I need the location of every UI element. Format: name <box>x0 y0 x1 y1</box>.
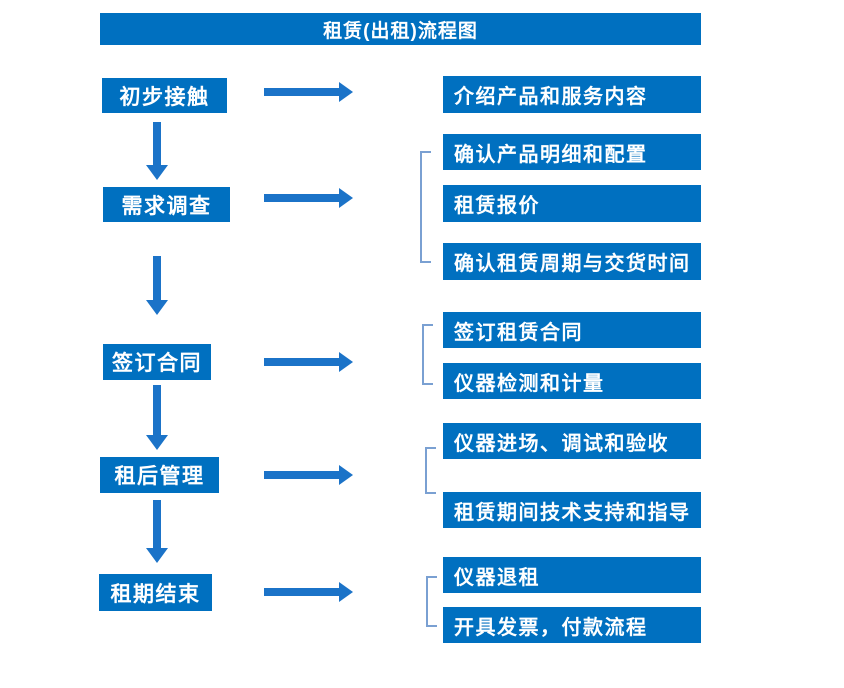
arrow-right-icon-5 <box>264 582 353 602</box>
arrow-right-icon-1 <box>264 82 353 102</box>
detail-box-sign-rental-contract: 签订租赁合同 <box>443 312 701 348</box>
step-box-sign-contract: 签订合同 <box>103 344 211 380</box>
detail-box-instrument-arrival: 仪器进场、调试和验收 <box>443 423 701 459</box>
step-box-rental-end: 租期结束 <box>99 574 212 611</box>
arrow-head <box>339 188 353 208</box>
detail-box-invoice-payment: 开具发票，付款流程 <box>443 607 701 643</box>
detail-box-instrument-return: 仪器退租 <box>443 557 701 593</box>
step-box-demand-survey: 需求调查 <box>103 187 230 222</box>
arrow-shaft <box>264 88 340 96</box>
arrow-head <box>339 465 353 485</box>
arrow-head <box>146 300 168 315</box>
arrow-shaft <box>264 471 340 479</box>
detail-box-instrument-testing: 仪器检测和计量 <box>443 363 701 399</box>
arrow-head <box>339 352 353 372</box>
bracket-group-demand-survey <box>420 151 431 263</box>
detail-box-confirm-period: 确认租赁周期与交货时间 <box>443 243 701 280</box>
arrow-shaft <box>264 358 340 366</box>
arrow-down-icon-2 <box>146 256 168 315</box>
detail-box-rental-quote: 租赁报价 <box>443 185 701 222</box>
arrow-down-icon-4 <box>146 500 168 563</box>
step-box-post-rental-mgmt: 租后管理 <box>100 457 219 493</box>
arrow-head <box>339 82 353 102</box>
arrow-shaft <box>264 588 340 596</box>
arrow-right-icon-2 <box>264 188 353 208</box>
step-box-initial-contact: 初步接触 <box>102 78 227 113</box>
detail-box-introduce-products: 介绍产品和服务内容 <box>443 76 701 113</box>
arrow-shaft <box>153 385 161 437</box>
bracket-group-sign-contract <box>422 324 433 385</box>
arrow-shaft <box>153 122 161 167</box>
arrow-shaft <box>153 256 161 302</box>
flowchart-title: 租赁(出租)流程图 <box>100 13 701 45</box>
arrow-down-icon-1 <box>146 122 168 180</box>
arrow-head <box>339 582 353 602</box>
arrow-right-icon-3 <box>264 352 353 372</box>
bracket-group-rental-end <box>426 576 437 627</box>
arrow-shaft <box>264 194 340 202</box>
arrow-right-icon-4 <box>264 465 353 485</box>
arrow-head <box>146 165 168 180</box>
detail-box-confirm-details: 确认产品明细和配置 <box>443 134 701 170</box>
arrow-head <box>146 435 168 450</box>
detail-box-tech-support: 租赁期间技术支持和指导 <box>443 492 701 528</box>
arrow-head <box>146 548 168 563</box>
arrow-shaft <box>153 500 161 550</box>
arrow-down-icon-3 <box>146 385 168 450</box>
bracket-group-post-rental-mgmt <box>425 447 436 494</box>
